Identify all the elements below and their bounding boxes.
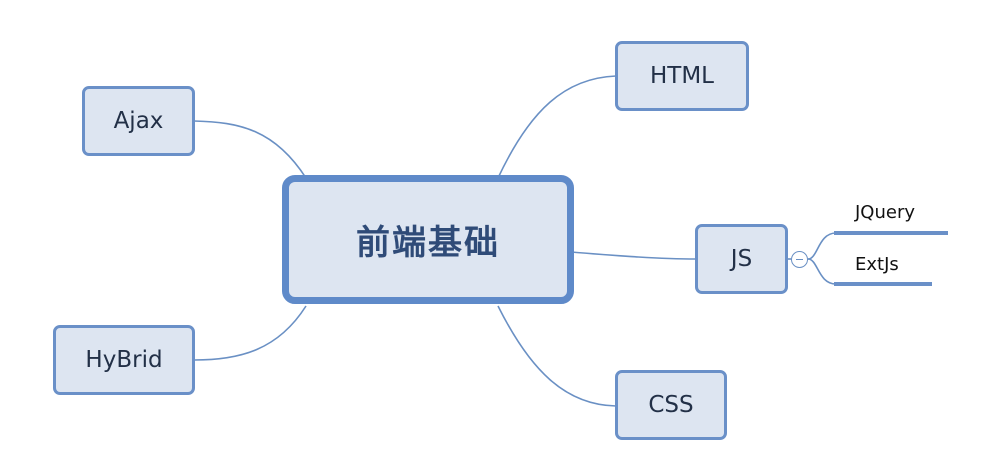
connector-toggle-to-extjs <box>807 258 837 285</box>
minus-glyph <box>796 258 803 261</box>
subtopic-label-extjs: ExtJs <box>855 254 899 275</box>
topic-label-html: HTML <box>649 63 714 89</box>
subtopic-underline-extjs <box>834 282 932 286</box>
subtopic-underline-jquery <box>834 231 948 235</box>
connector-central-to-html <box>497 75 617 179</box>
connector-central-to-css <box>497 305 617 407</box>
topic-node-hybrid[interactable]: HyBrid <box>53 325 195 395</box>
topic-node-ajax[interactable]: Ajax <box>82 86 195 156</box>
connector-central-to-ajax <box>193 120 307 179</box>
subtopic-jquery[interactable]: JQuery <box>855 202 915 223</box>
topic-label-ajax: Ajax <box>113 108 164 134</box>
topic-label-js: JS <box>730 246 753 272</box>
central-topic-node[interactable]: 前端基础 <box>282 175 574 304</box>
topic-node-html[interactable]: HTML <box>615 41 749 111</box>
connector-central-to-hybrid <box>193 305 307 361</box>
connector-central-to-js <box>570 251 697 260</box>
topic-node-css[interactable]: CSS <box>615 370 727 440</box>
connector-toggle-to-jquery <box>807 232 837 260</box>
central-topic-label: 前端基础 <box>356 223 500 263</box>
minus-circle-icon[interactable] <box>791 251 808 268</box>
subtopic-extjs[interactable]: ExtJs <box>855 254 899 275</box>
subtopic-label-jquery: JQuery <box>855 202 916 223</box>
topic-label-css: CSS <box>648 392 694 418</box>
topic-node-js[interactable]: JS <box>695 224 788 294</box>
topic-label-hybrid: HyBrid <box>85 347 163 373</box>
